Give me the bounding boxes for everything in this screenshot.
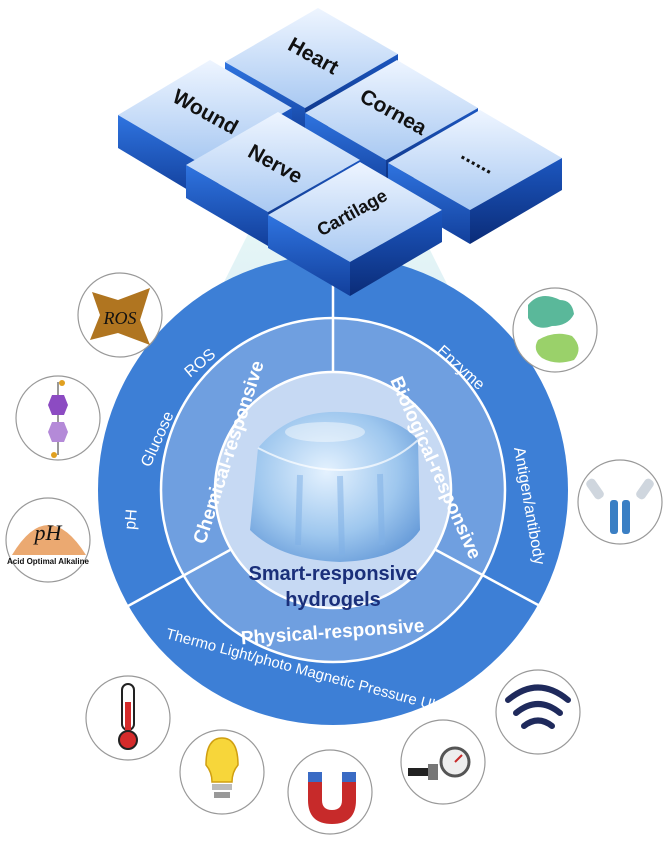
ros-badge-text: ROS <box>103 308 137 328</box>
enzyme-icon <box>512 287 598 373</box>
magnet-icon <box>287 749 373 835</box>
pressure-gauge-icon <box>400 719 486 805</box>
ultrasound-wave-icon <box>495 669 581 755</box>
ph-badge-text: pH <box>33 520 63 545</box>
ph-scale-text: Acid Optimal Alkaline <box>7 557 89 566</box>
thermometer-icon <box>85 675 171 761</box>
center-title-line1: Smart-responsive <box>249 563 418 585</box>
light-bulb-icon <box>179 729 265 815</box>
hydrogel-cube-icon <box>250 411 420 562</box>
ph-scale-icon: pH Acid Optimal Alkaline <box>5 497 91 583</box>
divider-left <box>127 548 231 608</box>
center-title-line2: hydrogels <box>285 589 381 611</box>
divider-right <box>435 548 541 608</box>
glucose-molecule-icon <box>15 375 101 461</box>
antibody-icon <box>577 459 663 545</box>
stimulus-ph: pH <box>122 508 141 530</box>
tile-cartilage: Cartilage <box>268 162 442 296</box>
ros-star-icon: ROS <box>77 272 163 358</box>
